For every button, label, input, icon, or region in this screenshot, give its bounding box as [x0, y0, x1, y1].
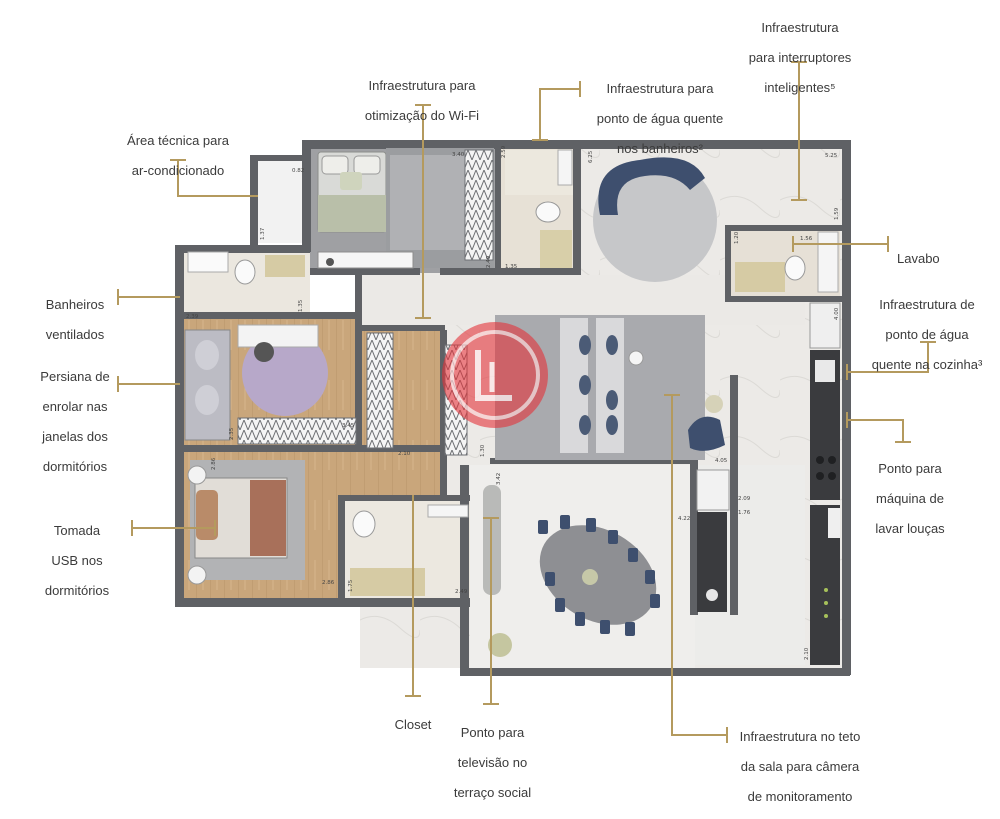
dim-label: 2.39	[186, 314, 199, 320]
annotation-line: televisão no	[457, 755, 528, 770]
annotation-wifi: Infraestrutura para otimização do Wi-Fi	[342, 63, 502, 138]
dim-label: 1.75	[348, 579, 354, 592]
annotation-interruptores: Infraestrutura para interruptores inteli…	[725, 5, 875, 110]
dim-label: 4.00	[834, 307, 840, 320]
dim-label: 2.49	[486, 255, 492, 268]
annotation-line: Tomada	[53, 523, 101, 538]
annotation-line: Closet	[394, 717, 432, 732]
dim-label: 1.35	[505, 264, 518, 270]
round-rug	[593, 158, 717, 282]
annotation-banheiros-ventilados: Banheiros ventilados	[30, 282, 120, 357]
annotation-line: Infraestrutura para	[606, 81, 714, 96]
annotation-line: quente na cozinha³	[871, 357, 983, 372]
dim-label: 1.76	[738, 510, 751, 516]
annotation-line: USB nos	[51, 553, 103, 568]
annotation-line: máquina de	[876, 491, 944, 506]
dim-label: 2.59	[501, 145, 507, 158]
dim-label: 2.86	[211, 457, 217, 470]
annotation-line: Área técnica para	[127, 133, 229, 148]
annotation-agua-banheiros: Infraestrutura para ponto de água quente…	[585, 66, 735, 171]
dim-label: 4.22	[678, 516, 690, 522]
annotation-line: nos banheiros²	[617, 141, 703, 156]
curved-sofa	[598, 157, 705, 215]
dim-label: 5.25	[825, 153, 838, 159]
annotation-televisao: Ponto para televisão no terraço social	[440, 710, 545, 815]
dim-label: 2.35	[229, 427, 235, 440]
dim-label: 2.09	[738, 496, 751, 502]
annotation-line: Ponto para	[460, 725, 525, 740]
dim-label: 1.37	[260, 227, 266, 240]
watermark-logo-icon	[442, 322, 548, 428]
annotation-line: otimização do Wi-Fi	[364, 108, 480, 123]
dim-label: 1.59	[834, 207, 840, 220]
annotation-line: Infraestrutura para	[368, 78, 476, 93]
floor-plan: 0.82 1.37 3.40 2.59 6.25 5.25 1.59 1.20 …	[117, 61, 936, 743]
annotation-line: ar-condicionado	[131, 163, 225, 178]
floor-plan-diagram: 0.82 1.37 3.40 2.59 6.25 5.25 1.59 1.20 …	[30, 5, 992, 804]
dim-label: 0.82	[292, 168, 304, 174]
annotation-line: Banheiros	[45, 297, 105, 312]
annotation-line: de monitoramento	[747, 789, 853, 804]
annotation-line: Lavabo	[897, 251, 940, 266]
ac-area-floor	[258, 158, 310, 243]
annotation-maquina-loucas: Ponto para máquina de lavar louças	[860, 446, 960, 551]
annotation-line: enrolar nas	[42, 399, 108, 414]
dim-label: 2.10	[804, 647, 810, 660]
dim-label: 2.49	[455, 589, 468, 595]
terrace-table	[539, 525, 657, 625]
dim-label: 3.42	[496, 473, 502, 485]
annotation-agua-cozinha: Infraestrutura de ponto de água quente n…	[862, 282, 992, 387]
dim-label: 2.10	[398, 451, 411, 457]
annotation-line: ponto de água	[885, 327, 969, 342]
dim-label: 1.56	[800, 236, 813, 242]
annotation-line: dormitórios	[44, 583, 110, 598]
annotation-line: Ponto para	[878, 461, 942, 476]
dim-label: 3.45	[342, 423, 355, 429]
annotation-area-tecnica: Área técnica para ar-condicionado	[98, 118, 258, 193]
annotation-lavabo: Lavabo	[897, 236, 987, 281]
annotation-line: ponto de água quente	[596, 111, 724, 126]
dim-label: 1.30	[480, 444, 486, 457]
dim-label: 1.35	[298, 299, 304, 312]
annotation-line: Infraestrutura de	[879, 297, 975, 312]
dim-label: 1.20	[734, 231, 740, 244]
annotation-closet: Closet	[373, 702, 453, 747]
annotation-line: ventilados	[45, 327, 105, 342]
annotation-line: lavar louças	[875, 521, 945, 536]
annotation-tomada-usb: Tomada USB nos dormitórios	[32, 508, 122, 613]
annotation-line: inteligentes⁵	[764, 80, 836, 95]
dim-label: 2.86	[322, 580, 335, 586]
dim-label: 3.40	[452, 152, 465, 158]
annotation-persiana: Persiana de enrolar nas janelas dos dorm…	[30, 354, 120, 489]
annotation-line: Infraestrutura no teto	[739, 729, 861, 744]
annotation-line: dormitórios	[42, 459, 108, 474]
dim-label: 6.25	[588, 150, 594, 163]
annotation-line: janelas dos	[42, 429, 108, 444]
annotation-line: Persiana de	[40, 369, 110, 384]
annotation-line: para interruptores	[748, 50, 852, 65]
dim-label: 4.05	[715, 458, 728, 464]
annotation-line: Infraestrutura	[761, 20, 839, 35]
annotation-line: terraço social	[453, 785, 532, 800]
